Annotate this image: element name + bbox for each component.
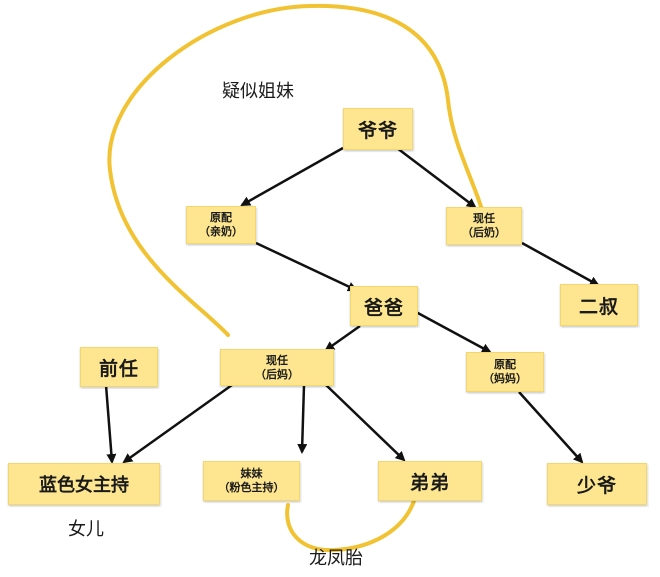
node-mom-original: 原配 （妈妈） — [466, 352, 544, 392]
arrow-grandpa-to-grandma-current — [396, 147, 477, 209]
node-sister-line2: （粉色主持） — [218, 481, 285, 494]
node-second-uncle: 二叔 — [560, 284, 638, 326]
node-mom-original-line1: 原配 — [494, 358, 516, 371]
node-dad: 爸爸 — [350, 286, 418, 326]
node-grandma-current: 现任 （后奶） — [446, 207, 522, 245]
node-blue-host: 蓝色女主持 — [8, 463, 160, 505]
node-sister-line1: 妹妹 — [240, 467, 263, 480]
arrow-dad-to-mom-original — [415, 310, 492, 354]
arrow-grandpa-to-grandma-original — [240, 146, 344, 207]
twins-loop — [285, 496, 417, 553]
node-ex: 前任 — [80, 347, 158, 387]
node-sister: 妹妹 （粉色主持） — [203, 461, 300, 501]
arrow-grandma-current-to-second-uncle — [521, 241, 600, 287]
node-mom-original-line2: （妈妈） — [483, 372, 527, 385]
node-grandma-current-line2: （后奶） — [462, 226, 506, 239]
node-brother: 弟弟 — [378, 461, 482, 501]
node-grandma-original-line1: 原配 — [210, 211, 232, 224]
arrow-mom-current-to-blue-host — [122, 383, 233, 464]
label-daughter: 女儿 — [68, 519, 104, 540]
node-young-master: 少爷 — [547, 463, 647, 505]
node-mom-current-line2: （后妈） — [255, 367, 299, 381]
label-suspected-sisters: 疑似姐妹 — [222, 81, 294, 102]
arrow-dad-to-mom-current — [324, 324, 361, 352]
label-twins: 龙凤胎 — [309, 548, 363, 569]
node-grandma-original-line2: （亲奶） — [199, 225, 243, 238]
node-mom-current: 现任 （后妈） — [220, 349, 334, 386]
suspected-sisters-loop — [107, 3, 490, 337]
node-grandma-original: 原配 （亲奶） — [186, 206, 256, 244]
arrow-mom-current-to-sister — [297, 384, 308, 454]
node-mom-current-line1: 现任 — [266, 353, 288, 367]
node-grandma-current-line1: 现任 — [473, 212, 495, 225]
arrow-ex-to-blue-host — [104, 384, 117, 464]
arrow-grandma-original-to-dad — [255, 241, 358, 292]
node-grandpa: 爷爷 — [343, 108, 413, 150]
arrow-mom-original-to-young-master — [518, 391, 584, 464]
arrow-mom-current-to-brother — [325, 384, 406, 462]
